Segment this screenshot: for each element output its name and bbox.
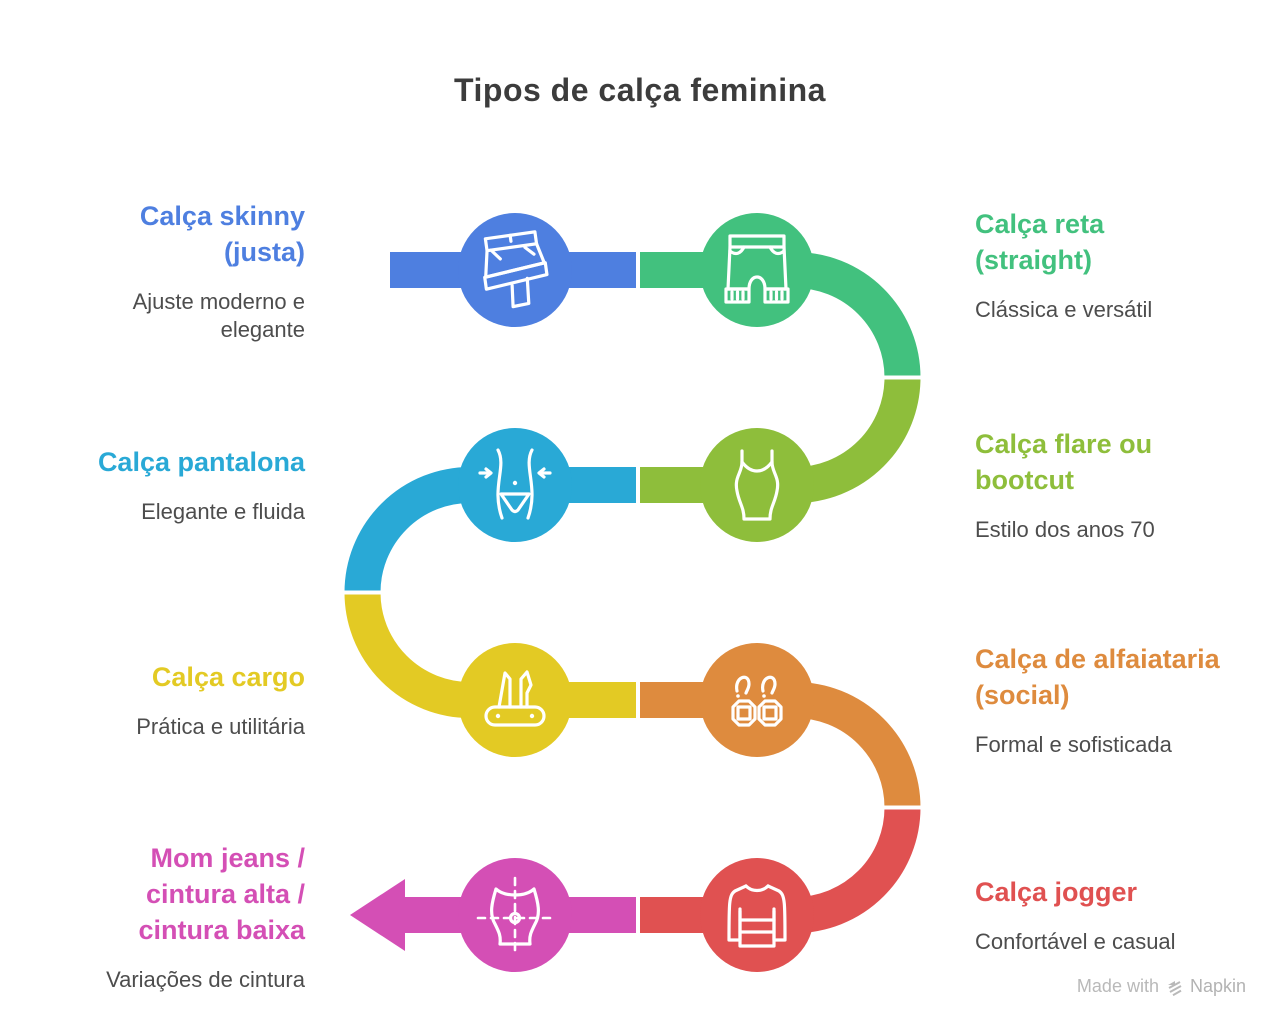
- label-flare: Calça flare ou bootcut Estilo dos anos 7…: [975, 426, 1275, 544]
- label-cargo-subtitle: Prática e utilitária: [136, 714, 305, 739]
- label-pantalona: Calça pantalona Elegante e fluida: [25, 444, 305, 526]
- folded-jeans-icon: [483, 230, 549, 309]
- label-pantalona-title: Calça pantalona: [97, 447, 305, 477]
- label-cargo-title: Calça cargo: [151, 662, 305, 692]
- napkin-brand-text: Napkin: [1189, 976, 1246, 996]
- connector-cargo: [344, 591, 636, 718]
- label-jogger-title: Calça jogger: [975, 877, 1138, 907]
- label-alfaiataria-title: Calça de alfaiataria (social): [975, 644, 1220, 710]
- label-jogger: Calça jogger Confortável e casual: [975, 874, 1275, 956]
- label-cargo: Calça cargo Prática e utilitária: [25, 659, 305, 741]
- node-circle-reta: [700, 213, 814, 327]
- label-reta-title: Calça reta (straight): [975, 209, 1105, 275]
- tank-top-icon: [734, 449, 780, 521]
- label-reta: Calça reta (straight) Clássica e versáti…: [975, 206, 1275, 324]
- label-mom: Mom jeans / cintura alta / cintura baixa…: [25, 840, 305, 994]
- node-circle-jogger: [700, 858, 814, 972]
- node-circle-flare: [700, 428, 814, 542]
- connector-pantalona: [344, 467, 636, 594]
- flow-arrowhead: [350, 879, 405, 951]
- label-mom-subtitle: Variações de cintura: [106, 967, 305, 992]
- sweater-icon: [727, 884, 787, 948]
- label-flare-subtitle: Estilo dos anos 70: [975, 517, 1155, 542]
- label-skinny-subtitle: Ajuste moderno e elegante: [132, 289, 305, 342]
- node-circle-alfaiataria: [700, 643, 814, 757]
- label-alfaiataria: Calça de alfaiataria (social) Formal e s…: [975, 641, 1275, 759]
- page-title: Tipos de calça feminina: [454, 72, 826, 108]
- label-alfaiataria-subtitle: Formal e sofisticada: [975, 732, 1172, 757]
- waist-icon: [478, 448, 552, 520]
- label-skinny-title: Calça skinny (justa): [139, 201, 305, 267]
- swiss-knife-icon: [484, 670, 546, 727]
- earrings-icon: [731, 675, 783, 727]
- label-skinny: Calça skinny (justa) Ajuste moderno e el…: [25, 198, 305, 344]
- bodice-icon: [476, 876, 554, 954]
- label-pantalona-subtitle: Elegante e fluida: [141, 499, 305, 524]
- made-with-text: Made with: [1076, 976, 1159, 996]
- cuffed-pants-icon: [724, 234, 790, 304]
- node-circle-cargo: [458, 643, 572, 757]
- label-flare-title: Calça flare ou bootcut: [975, 429, 1153, 495]
- label-jogger-subtitle: Confortável e casual: [975, 929, 1176, 954]
- label-mom-title: Mom jeans / cintura alta / cintura baixa: [138, 843, 305, 945]
- made-with-napkin: Made with Napkin: [1077, 976, 1246, 997]
- napkin-logo-icon: [1167, 980, 1182, 996]
- label-reta-subtitle: Clássica e versátil: [975, 297, 1153, 322]
